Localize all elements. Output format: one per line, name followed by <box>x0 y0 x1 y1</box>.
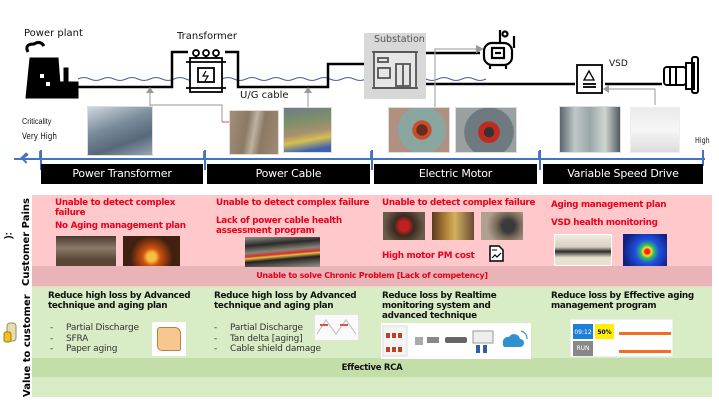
pain-col1-item2: No Aging management plan <box>55 221 186 231</box>
category-power-transformer: Power Transformer <box>41 164 203 184</box>
monitoring-system-diagram <box>381 323 531 359</box>
customer-pains-label: Customer Pains <box>21 198 32 286</box>
sad-face-icon: :( <box>2 232 14 239</box>
axis-tick <box>40 150 42 170</box>
thermal-image-photo <box>623 234 667 266</box>
pain-col1-item1: Unable to detect complex failure <box>55 198 176 218</box>
value-col2-heading: Reduce high loss by Advanced technique a… <box>214 291 357 311</box>
pain-col4-item2: VSD health monitoring <box>551 218 658 228</box>
motor-failure-photo-2 <box>432 212 474 240</box>
axis-tick <box>371 150 373 170</box>
value-shared-effective-rca: Effective RCA <box>341 363 403 373</box>
criticality-label: Criticality <box>22 116 52 126</box>
motor-photo-1 <box>388 107 450 153</box>
transformer-failure-photo <box>56 236 116 266</box>
compressor-icon <box>482 30 516 69</box>
pain-col3-item1: Unable to detect complex failure <box>382 198 536 208</box>
dashboard-percent: 50% <box>595 324 614 339</box>
vsd-cabinet-photo-2 <box>630 107 680 153</box>
customer-pains-shared-band <box>32 266 712 286</box>
pain-shared-chronic-problem: Unable to solve Chronic Problem [Lack of… <box>256 271 488 280</box>
vsd-cabinet-photo-1 <box>559 106 621 153</box>
category-variable-speed-drive: Variable Speed Drive <box>543 164 703 184</box>
value-col2-bullets: Partial Discharge Tan delta [aging] Cabl… <box>214 323 321 355</box>
motor-photo-2 <box>455 107 517 153</box>
value-col1-bullets: Partial Discharge SFRA Paper aging <box>50 323 139 355</box>
value-col1-bullet: Paper aging <box>50 344 139 355</box>
axis-tick <box>702 150 704 166</box>
value-col3-heading: Reduce loss by Realtime monitoring syste… <box>382 291 497 321</box>
value-shared-band <box>32 358 712 377</box>
axis-tick <box>204 150 206 170</box>
category-power-cable: Power Cable <box>207 164 370 184</box>
motor-failure-photo-1 <box>383 212 425 240</box>
criticality-high: High <box>695 136 710 145</box>
power-line-main <box>78 50 188 89</box>
category-electric-motor: Electric Motor <box>374 164 537 184</box>
axis-tick <box>539 150 541 170</box>
value-col1-bullet: Partial Discharge <box>50 323 139 334</box>
cable-trench-photo <box>229 110 279 155</box>
power-line-transformer-out <box>225 50 370 89</box>
ug-cable-label: U/G cable <box>240 90 289 101</box>
value-to-customer-label: Value to customer <box>22 294 33 397</box>
value-col4-heading: Reduce loss by Effective aging managemen… <box>551 291 694 311</box>
value-col2-bullet: Partial Discharge <box>214 323 321 334</box>
pain-col2-item2: Lack of power cable health assessment pr… <box>216 216 342 236</box>
pain-col2-item1: Unable to detect complex failure <box>216 198 370 208</box>
criticality-very-high: Very High <box>22 132 57 142</box>
transformer-photo <box>87 106 153 156</box>
transformer-fire-photo <box>123 236 180 266</box>
pd-waveform-image <box>314 314 359 341</box>
power-plant-icon <box>25 40 79 99</box>
cable-installation-photo <box>283 107 332 153</box>
pain-col4-item1: Aging management plan <box>551 200 667 210</box>
transformer-label: Transformer <box>177 31 238 42</box>
igbt-module-photo <box>554 234 612 266</box>
value-col2-bullet: Cable shield damage <box>214 344 321 355</box>
scroll-document-icon <box>3 322 17 343</box>
pain-col3-item2: High motor PM cost <box>382 251 475 261</box>
criticality-axis-line <box>14 158 705 160</box>
dashboard-image: 09:12 50% RUN <box>570 319 673 357</box>
substation-label: Substation <box>374 34 425 45</box>
value-col2-bullet: Tan delta [aging] <box>214 334 321 345</box>
value-col1-bullet: SFRA <box>50 334 139 345</box>
value-col1-heading: Reduce high loss by Advanced technique a… <box>48 291 191 311</box>
motor-icon <box>663 56 699 94</box>
report-chart-icon <box>489 245 504 262</box>
power-plant-label: Power plant <box>24 28 83 39</box>
damaged-cable-photo <box>245 237 320 267</box>
vsd-label: VSD <box>609 59 628 69</box>
motor-failure-photo-3 <box>481 212 523 240</box>
dashboard-trend-1 <box>619 332 671 335</box>
transformer-icon <box>186 49 226 93</box>
dashboard-status: RUN <box>573 341 593 356</box>
vsd-icon <box>576 64 603 94</box>
dashboard-trend-2 <box>619 350 671 353</box>
substation-icon <box>372 51 418 89</box>
dashboard-time: 09:12 <box>573 324 593 339</box>
paper-sample-image <box>152 322 186 356</box>
